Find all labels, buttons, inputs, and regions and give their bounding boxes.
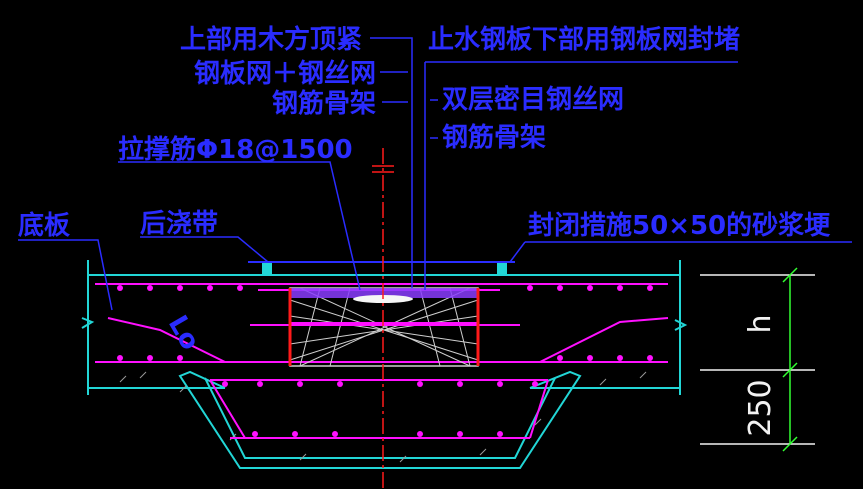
label-waterstop-plate: 止水钢板下部用钢板网封堵 bbox=[428, 25, 740, 55]
label-steel-mesh-wire: 钢板网＋钢丝网 bbox=[194, 59, 376, 89]
label-post-pour-strip: 后浇带 bbox=[140, 209, 218, 239]
steel-mesh-zone bbox=[288, 287, 480, 367]
rebar-lines bbox=[95, 283, 669, 439]
label-seal-measure: 封闭措施50×50的砂浆埂 bbox=[528, 210, 831, 241]
label-bottom-slab: 底板 bbox=[18, 210, 70, 241]
label-top-wood: 上部用木方顶紧 bbox=[180, 24, 362, 55]
rebar-dots bbox=[117, 285, 653, 437]
dimension-250: 250 bbox=[743, 379, 778, 436]
slab-outline bbox=[81, 260, 688, 469]
label-double-mesh: 双层密目钢丝网 bbox=[442, 84, 624, 115]
label-rebar-cage-left: 钢筋骨架 bbox=[272, 88, 376, 119]
leader-lines bbox=[18, 37, 852, 311]
dimension-h: h bbox=[743, 314, 778, 333]
dimension-lines bbox=[700, 267, 815, 452]
label-rebar-cage-right: 钢筋骨架 bbox=[442, 122, 546, 153]
center-axis bbox=[372, 148, 394, 489]
top-sealing-plate bbox=[248, 261, 515, 276]
label-stay-bar: 拉撑筋Φ18@1500 bbox=[118, 134, 353, 165]
